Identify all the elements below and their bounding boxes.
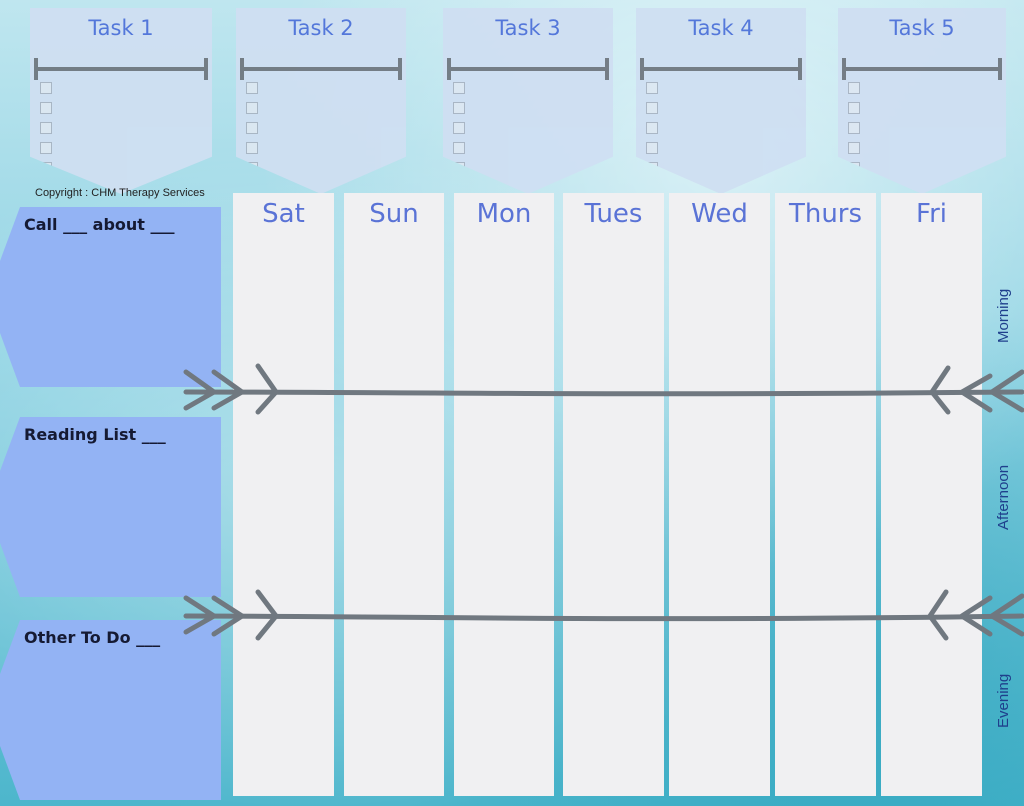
day-column-thurs: Thurs: [775, 193, 876, 796]
checkbox[interactable]: [246, 142, 258, 154]
day-label: Tues: [584, 199, 643, 229]
checkbox[interactable]: [646, 122, 658, 134]
side-panel-reading: Reading List ___: [20, 417, 221, 597]
day-label: Fri: [916, 199, 947, 229]
checkbox[interactable]: [246, 82, 258, 94]
side-panel-notch: [0, 620, 20, 800]
task-bar: [842, 58, 1002, 80]
checkbox[interactable]: [40, 142, 52, 154]
task-bar: [34, 58, 208, 80]
task-title: Task 2: [288, 16, 354, 40]
side-panel-label: Call ___ about ___: [24, 215, 175, 234]
checkbox[interactable]: [848, 102, 860, 114]
day-column-fri: Fri: [881, 193, 982, 796]
checkbox-list: [848, 82, 860, 182]
day-column-wed: Wed: [669, 193, 770, 796]
day-label: Sat: [262, 199, 305, 229]
checkbox[interactable]: [453, 142, 465, 154]
side-panel-notch: [0, 207, 20, 387]
task-title: Task 3: [495, 16, 561, 40]
day-column-mon: Mon: [454, 193, 554, 796]
arrow-divider-afternoon: [183, 589, 1024, 641]
side-panel-notch: [0, 417, 20, 597]
checkbox[interactable]: [646, 142, 658, 154]
task-bar: [640, 58, 802, 80]
checkbox[interactable]: [40, 82, 52, 94]
side-panel-label: Other To Do ___: [24, 628, 161, 647]
task-panel-4: Task 4: [636, 8, 806, 194]
day-column-sat: Sat: [233, 193, 334, 796]
checkbox[interactable]: [453, 82, 465, 94]
day-column-tues: Tues: [563, 193, 664, 796]
checkbox[interactable]: [453, 102, 465, 114]
task-panel-5: Task 5: [838, 8, 1006, 194]
checkbox[interactable]: [40, 122, 52, 134]
task-bar: [240, 58, 402, 80]
task-title: Task 5: [889, 16, 955, 40]
checkbox[interactable]: [40, 102, 52, 114]
side-panel-call: Call ___ about ___: [20, 207, 221, 387]
day-label: Wed: [691, 199, 748, 229]
side-panel-other: Other To Do ___: [20, 620, 221, 800]
copyright-text: Copyright : CHM Therapy Services: [35, 187, 205, 199]
checkbox[interactable]: [246, 102, 258, 114]
day-column-sun: Sun: [344, 193, 444, 796]
day-label: Mon: [476, 199, 532, 229]
task-panel-2: Task 2: [236, 8, 406, 194]
arrow-divider-morning: [183, 363, 1024, 415]
checkbox[interactable]: [646, 82, 658, 94]
checkbox[interactable]: [848, 122, 860, 134]
checkbox[interactable]: [646, 102, 658, 114]
checkbox[interactable]: [246, 122, 258, 134]
task-bar: [447, 58, 609, 80]
day-label: Sun: [369, 199, 419, 229]
task-title: Task 4: [688, 16, 754, 40]
side-panel-label: Reading List ___: [24, 425, 166, 444]
day-label: Thurs: [788, 199, 863, 229]
task-panel-3: Task 3: [443, 8, 613, 194]
checkbox[interactable]: [848, 142, 860, 154]
task-title: Task 1: [88, 16, 154, 40]
checkbox[interactable]: [848, 82, 860, 94]
checkbox[interactable]: [453, 122, 465, 134]
